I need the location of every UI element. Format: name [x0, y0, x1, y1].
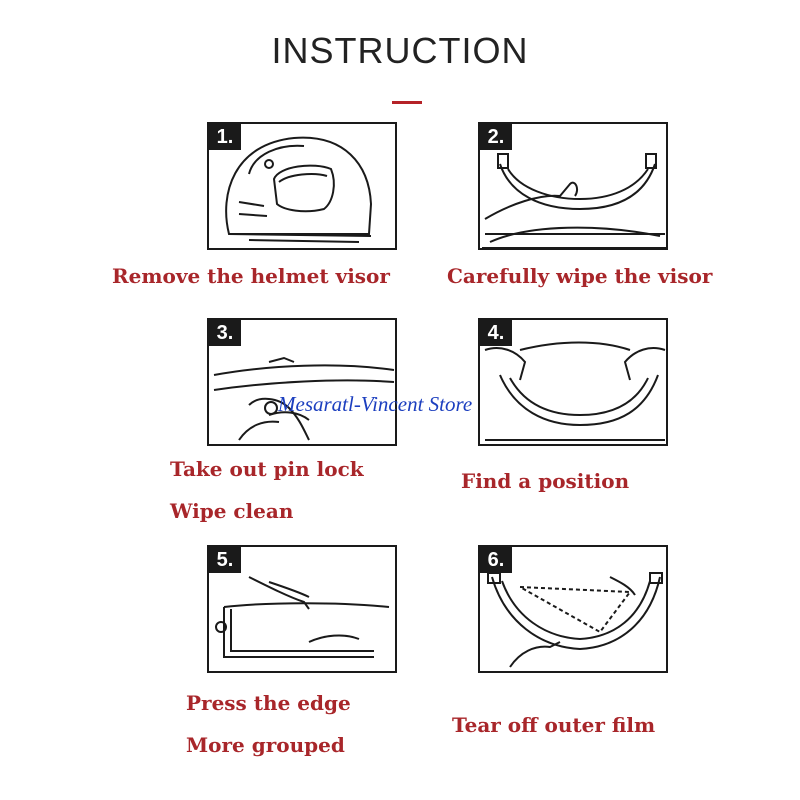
step-5-caption-line-1: Press the edge [186, 691, 351, 715]
step-number: 2. [480, 124, 512, 150]
step-number: 1. [209, 124, 241, 150]
pin-lock-icon [213, 356, 395, 441]
step-number: 5. [209, 547, 241, 573]
step-1-panel: 1. [207, 122, 397, 250]
step-3-panel: 3. [207, 318, 397, 446]
step-5-panel: 5. [207, 545, 397, 673]
tear-film-icon [487, 572, 663, 668]
step-6-panel: 6. [478, 545, 668, 673]
store-watermark: Mesaratl-Vincent Store [278, 392, 473, 416]
step-4-caption: Find a position [461, 469, 630, 493]
wipe-visor-icon [482, 153, 666, 248]
step-number: 4. [480, 320, 512, 346]
step-3-caption-line-2: Wipe clean [170, 499, 294, 523]
press-edge-icon [215, 576, 390, 658]
step-1-caption: Remove the helmet visor [112, 264, 390, 288]
step-5-caption-line-2: More grouped [186, 733, 345, 757]
page-title: INSTRUCTION [271, 30, 529, 71]
title-underline [392, 101, 422, 104]
step-6-caption: Tear off outer film [452, 713, 656, 737]
helmet-icon [225, 136, 373, 243]
position-film-icon [484, 341, 666, 441]
step-2-caption: Carefully wipe the visor [447, 264, 713, 288]
step-2-panel: 2. [478, 122, 668, 250]
step-3-caption-line-1: Take out pin lock [170, 457, 364, 481]
step-4-panel: 4. [478, 318, 668, 446]
step-number: 3. [209, 320, 241, 346]
step-number: 6. [480, 547, 512, 573]
